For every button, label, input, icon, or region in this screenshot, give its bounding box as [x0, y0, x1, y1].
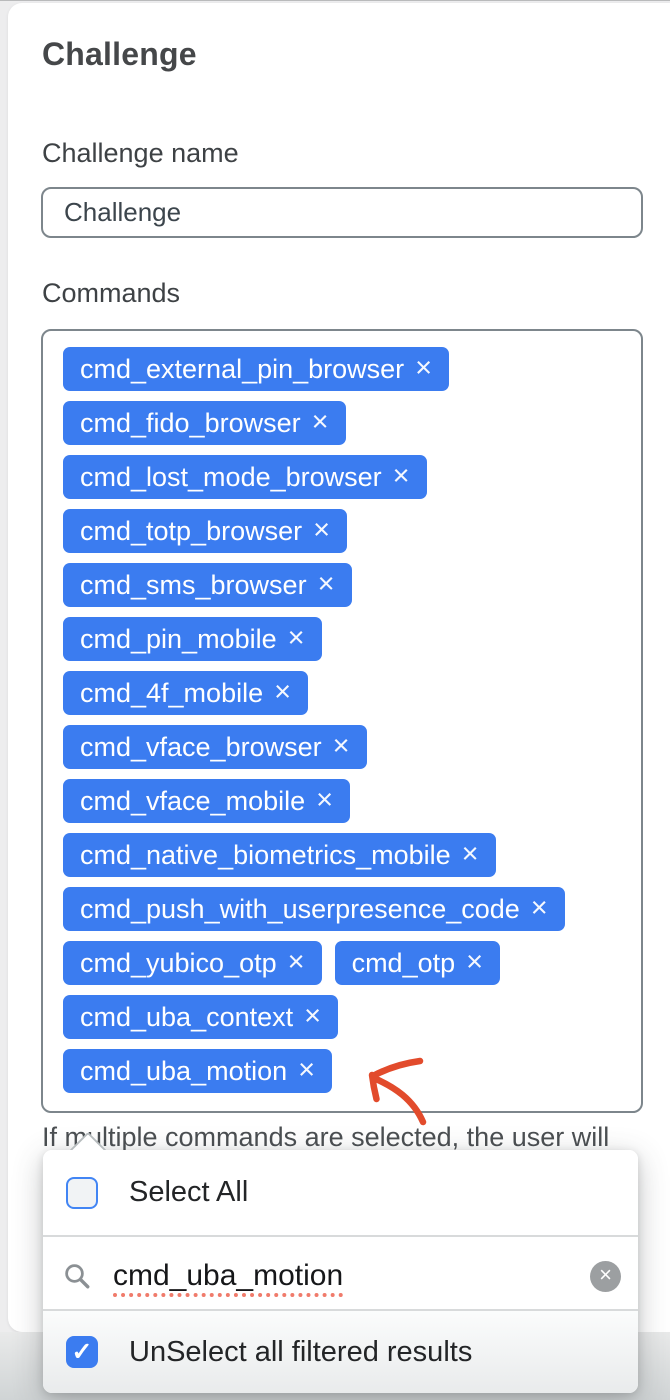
command-tag[interactable]: cmd_sms_browser × — [63, 563, 352, 607]
remove-tag-icon[interactable]: × — [530, 891, 548, 924]
tag-row: cmd_uba_motion × — [63, 1049, 621, 1093]
remove-tag-icon[interactable]: × — [332, 729, 350, 762]
remove-tag-icon[interactable]: × — [317, 567, 335, 600]
select-all-label: Select All — [129, 1176, 249, 1208]
command-tag-label: cmd_push_with_userpresence_code — [80, 893, 520, 924]
divider — [43, 1309, 638, 1311]
command-tag[interactable]: cmd_native_biometrics_mobile × — [63, 833, 496, 877]
command-tag[interactable]: cmd_4f_mobile × — [63, 671, 309, 715]
command-tag[interactable]: cmd_uba_context × — [63, 995, 339, 1039]
command-tag[interactable]: cmd_otp × — [334, 941, 501, 985]
command-tag[interactable]: cmd_fido_browser × — [63, 401, 346, 445]
command-tag-label: cmd_sms_browser — [80, 569, 307, 600]
annotation-arrow-icon — [368, 1057, 427, 1126]
command-tag[interactable]: cmd_yubico_otp × — [63, 941, 322, 985]
unselect-filtered-row[interactable]: ✓ UnSelect all filtered results — [43, 1311, 638, 1393]
tag-row: cmd_sms_browser × — [63, 563, 621, 607]
challenge-name-input[interactable] — [41, 187, 643, 238]
tag-row: cmd_external_pin_browser × — [63, 347, 621, 391]
command-tag-label: cmd_vface_mobile — [80, 785, 306, 816]
help-note: If multiple commands are selected, the u… — [42, 1122, 610, 1152]
tag-row: cmd_pin_mobile × — [63, 617, 621, 661]
commands-multiselect-box[interactable]: cmd_external_pin_browser×cmd_fido_browse… — [41, 329, 643, 1113]
tag-row: cmd_native_biometrics_mobile × — [63, 833, 621, 877]
tag-row: cmd_4f_mobile × — [63, 671, 621, 715]
unselect-filtered-label: UnSelect all filtered results — [129, 1335, 473, 1368]
command-tag-label: cmd_yubico_otp — [80, 947, 277, 978]
command-tag[interactable]: cmd_totp_browser × — [63, 509, 348, 553]
command-tag[interactable]: cmd_pin_mobile × — [63, 617, 322, 661]
command-tag-label: cmd_uba_motion — [80, 1055, 288, 1086]
unselect-filtered-checkbox[interactable]: ✓ — [66, 1336, 98, 1368]
remove-tag-icon[interactable]: × — [392, 459, 410, 492]
page-title: Challenge — [42, 36, 197, 72]
tag-row: cmd_yubico_otp × cmd_otp × — [63, 941, 621, 985]
command-tag[interactable]: cmd_vface_browser × — [63, 725, 367, 769]
commands-label: Commands — [42, 278, 181, 308]
command-tag[interactable]: cmd_uba_motion × — [63, 1049, 333, 1093]
tag-row: cmd_lost_mode_browser × — [63, 455, 621, 499]
remove-tag-icon[interactable]: × — [274, 675, 292, 708]
command-tag-label: cmd_vface_browser — [80, 731, 322, 762]
multiselect-dropdown-panel: Select All cmd_uba_motion × ✓ UnSelect a… — [43, 1131, 638, 1393]
remove-tag-icon[interactable]: × — [287, 945, 305, 978]
command-tag[interactable]: cmd_vface_mobile × — [63, 779, 351, 823]
tag-row: cmd_push_with_userpresence_code × — [63, 887, 621, 931]
command-tag-label: cmd_lost_mode_browser — [80, 461, 382, 492]
command-tag[interactable]: cmd_external_pin_browser × — [63, 347, 450, 391]
remove-tag-icon[interactable]: × — [466, 945, 484, 978]
clear-icon: × — [599, 1262, 612, 1287]
top-edge-line — [0, 0, 670, 1]
remove-tag-icon[interactable]: × — [313, 513, 331, 546]
search-icon — [65, 1264, 90, 1289]
remove-tag-icon[interactable]: × — [287, 621, 305, 654]
command-tag-label: cmd_totp_browser — [80, 515, 303, 546]
command-tag-label: cmd_otp — [351, 947, 456, 978]
remove-tag-icon[interactable]: × — [298, 1053, 316, 1086]
tag-row: cmd_fido_browser × — [63, 401, 621, 445]
search-input[interactable]: cmd_uba_motion — [113, 1259, 344, 1292]
tag-row: cmd_vface_mobile × — [63, 779, 621, 823]
command-tag[interactable]: cmd_push_with_userpresence_code × — [63, 887, 565, 931]
command-tag[interactable]: cmd_lost_mode_browser × — [63, 455, 427, 499]
select-all-row[interactable]: Select All — [43, 1150, 638, 1235]
select-all-checkbox[interactable] — [66, 1176, 98, 1209]
command-tag-label: cmd_uba_context — [80, 1001, 294, 1032]
search-row: cmd_uba_motion × — [43, 1237, 638, 1309]
remove-tag-icon[interactable]: × — [311, 405, 329, 438]
command-tag-label: cmd_external_pin_browser — [80, 353, 405, 384]
tag-row: cmd_totp_browser × — [63, 509, 621, 553]
challenge-name-label: Challenge name — [42, 138, 239, 168]
command-tag-label: cmd_fido_browser — [80, 407, 301, 438]
remove-tag-icon[interactable]: × — [316, 783, 334, 816]
command-tag-label: cmd_pin_mobile — [80, 623, 277, 654]
remove-tag-icon[interactable]: × — [461, 837, 479, 870]
clear-search-button[interactable]: × — [590, 1260, 621, 1292]
remove-tag-icon[interactable]: × — [304, 999, 322, 1032]
tag-row: cmd_uba_context × — [63, 995, 621, 1039]
tag-row: cmd_vface_browser × — [63, 725, 621, 769]
divider — [43, 1235, 638, 1237]
command-tag-label: cmd_4f_mobile — [80, 677, 264, 708]
remove-tag-icon[interactable]: × — [415, 351, 433, 384]
command-tag-label: cmd_native_biometrics_mobile — [80, 839, 451, 870]
